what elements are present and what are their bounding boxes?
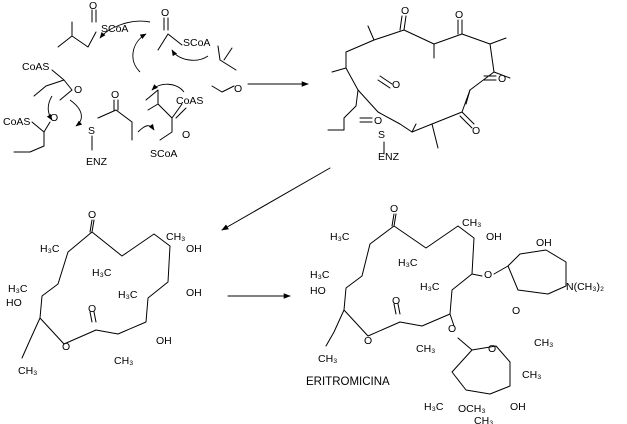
polyketide-intermediate: O O O O O O S ENZ [327, 5, 511, 163]
h3c-label: H₃C [330, 231, 350, 243]
oxygen-label: O [401, 5, 409, 17]
oxygen-label: O [448, 323, 456, 335]
oxygen-label: O [498, 73, 506, 85]
ch3-label: CH₃ [534, 337, 553, 349]
curved-arrow-4 [46, 95, 53, 121]
och3-label: OCH₃ [458, 403, 486, 415]
ho-label: HO [6, 297, 22, 309]
coas-label: CoAS [176, 95, 203, 107]
nme2-label: N(CH₃)₂ [566, 281, 604, 293]
oxygen-label: O [484, 269, 492, 281]
curved-arrow-1 [99, 20, 151, 39]
oxygen-label: O [74, 84, 82, 96]
ch3-label: CH₃ [166, 231, 185, 243]
coas-label: CoAS [22, 61, 49, 73]
oxygen-label: O [88, 303, 96, 315]
oxygen-label: O [392, 295, 400, 307]
h3c-label: H₃C [118, 289, 138, 301]
sulfur-label: S [378, 129, 385, 141]
precursor-panel: O SCoA O SCoA CoAS O CoAS O CoAS O O S [3, 0, 242, 168]
oxygen-label: O [374, 115, 382, 127]
methylmalonyl-coa-1: O SCoA [57, 0, 128, 48]
ch3-label: CH₃ [416, 343, 435, 355]
coas-label: CoAS [3, 116, 30, 128]
h3c-label: H₃C [424, 401, 444, 413]
oxygen-label: O [62, 341, 70, 353]
h3c-label: H₃C [92, 267, 112, 279]
enzyme-bound-acyl: O S ENZ [86, 89, 133, 168]
ch3-label: CH₃ [18, 365, 37, 377]
ho-label: HO [310, 285, 326, 297]
enz-label: ENZ [378, 151, 400, 163]
ch3-label: CH₃ [474, 415, 493, 424]
oxygen-label: O [472, 125, 480, 137]
oh-label: OH [510, 401, 526, 413]
curved-arrow-2 [132, 33, 147, 73]
macrolactone-aglycone: O H₃C CH₃ OH H₃C OH H₃C H₃C HO OH O O CH… [6, 209, 202, 377]
enz-label: ENZ [86, 156, 108, 168]
scoa-label: SCoA [183, 37, 210, 49]
h3c-label: H₃C [398, 257, 418, 269]
h3c-label: H₃C [8, 283, 28, 295]
oxygen-label: O [512, 305, 520, 317]
curved-arrow-5 [69, 99, 83, 127]
oh-label: OH [156, 335, 172, 347]
propionyl-coa-1: O SCoA [157, 7, 210, 51]
product-name: ERITROMICINA [306, 376, 390, 388]
oh-label: OH [186, 287, 202, 299]
scoa-label: SCoA [101, 23, 128, 35]
oxygen-label: O [392, 79, 400, 91]
reaction-arrow-2 [221, 167, 331, 231]
methylmalonyl-coa-2: CoAS O [22, 61, 82, 101]
ch3-label: CH₃ [114, 355, 133, 367]
oh-label: OH [536, 237, 552, 249]
oxygen-label: O [182, 129, 190, 141]
ch3-label: CH₃ [318, 353, 337, 365]
oxygen-label: O [234, 83, 242, 95]
propionyl-coa-3: CoAS O [3, 112, 58, 153]
oh-label: OH [186, 243, 202, 255]
ch3-label: CH₃ [462, 217, 481, 229]
ch3-label: CH₃ [522, 369, 541, 381]
propionyl-coa-2: CoAS O [176, 45, 242, 107]
h3c-label: H₃C [310, 269, 330, 281]
h3c-label: H₃C [40, 243, 60, 255]
erythromycin-structure: O H₃C CH₃ OH H₃C H₃C HO H₃C O O CH₃ CH₃ … [306, 203, 604, 424]
oxygen-label: O [161, 7, 169, 19]
oxygen-label: O [89, 0, 97, 12]
scoa-label: SCoA [150, 148, 177, 160]
oh-label: OH [486, 231, 502, 243]
oxygen-label: O [364, 335, 372, 347]
methylmalonyl-coa-3: O SCoA [145, 89, 190, 160]
h3c-label: H₃C [420, 281, 440, 293]
oxygen-label: O [488, 343, 496, 355]
curved-arrow-7 [137, 123, 155, 133]
oxygen-label: O [111, 89, 119, 101]
oxygen-label: O [50, 112, 58, 124]
oxygen-label: O [455, 9, 463, 21]
curved-arrow-6 [151, 83, 185, 93]
oxygen-label: O [390, 203, 398, 215]
oxygen-label: O [88, 209, 96, 221]
sulfur-label: S [88, 125, 95, 137]
curved-arrow-3 [171, 49, 209, 61]
